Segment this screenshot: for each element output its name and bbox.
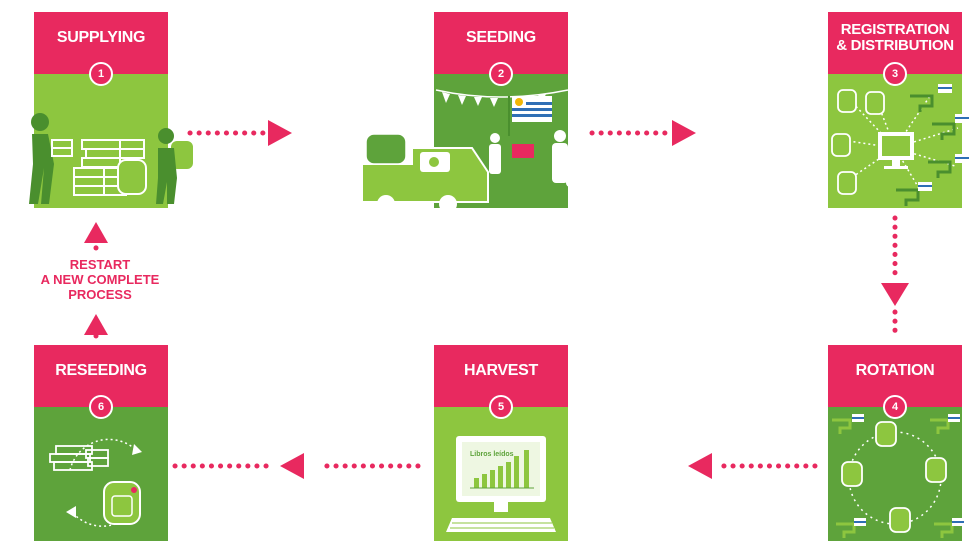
stage-5-badge: 5 — [489, 395, 513, 419]
stage-1-badge: 1 — [89, 62, 113, 86]
backpack-icon — [831, 89, 885, 195]
backpack-icon — [117, 139, 195, 195]
flag-icon — [508, 96, 552, 136]
arrow-down-3 — [881, 283, 909, 306]
stage-4-title: ROTATION — [855, 362, 935, 379]
arrow-left-4 — [688, 453, 712, 479]
stage-3-badge: 3 — [883, 62, 907, 86]
stage-2-badge: 2 — [489, 62, 513, 86]
stage-6-badge: 6 — [89, 395, 113, 419]
stage-6-title: RESEEDING — [55, 362, 147, 379]
book-stack-icon — [51, 139, 145, 196]
backpack-icon — [103, 481, 141, 525]
bar-chart-icon — [470, 450, 534, 489]
stage-5-title: HARVEST — [463, 362, 539, 379]
stage-2-title: SEEDING — [466, 29, 536, 46]
podium-icon — [512, 144, 534, 158]
stage-6-header: RESEEDING — [34, 345, 168, 407]
computer-icon — [878, 132, 914, 169]
stage-1-title: SUPPLYING — [56, 29, 146, 46]
truck-icon — [361, 133, 489, 213]
arrow-up-6b — [84, 222, 108, 243]
crowd-icon — [489, 130, 582, 187]
arrow-right-2 — [672, 120, 696, 146]
harvest-screen-title: Libros leídos — [470, 451, 514, 458]
school-icon — [832, 418, 954, 538]
keyboard-icon — [446, 518, 556, 532]
backpack-icon — [841, 421, 947, 533]
stage-3-title: REGISTRATION & DISTRIBUTION — [836, 21, 954, 54]
arrow-up-6a — [84, 314, 108, 335]
flag-icon — [852, 414, 964, 526]
stage-6-panel — [34, 407, 168, 541]
restart-label: RESTART A NEW COMPLETE PROCESS — [40, 257, 160, 302]
stage-4-badge: 4 — [883, 395, 907, 419]
arrow-left-5 — [280, 453, 304, 479]
person-carrying-books-icon — [29, 113, 54, 204]
person-with-backpack-icon — [156, 128, 177, 204]
arrow-right-1 — [268, 120, 292, 146]
flag-icon — [918, 84, 969, 191]
school-icon — [896, 94, 956, 206]
book-stack-icon — [49, 445, 109, 471]
